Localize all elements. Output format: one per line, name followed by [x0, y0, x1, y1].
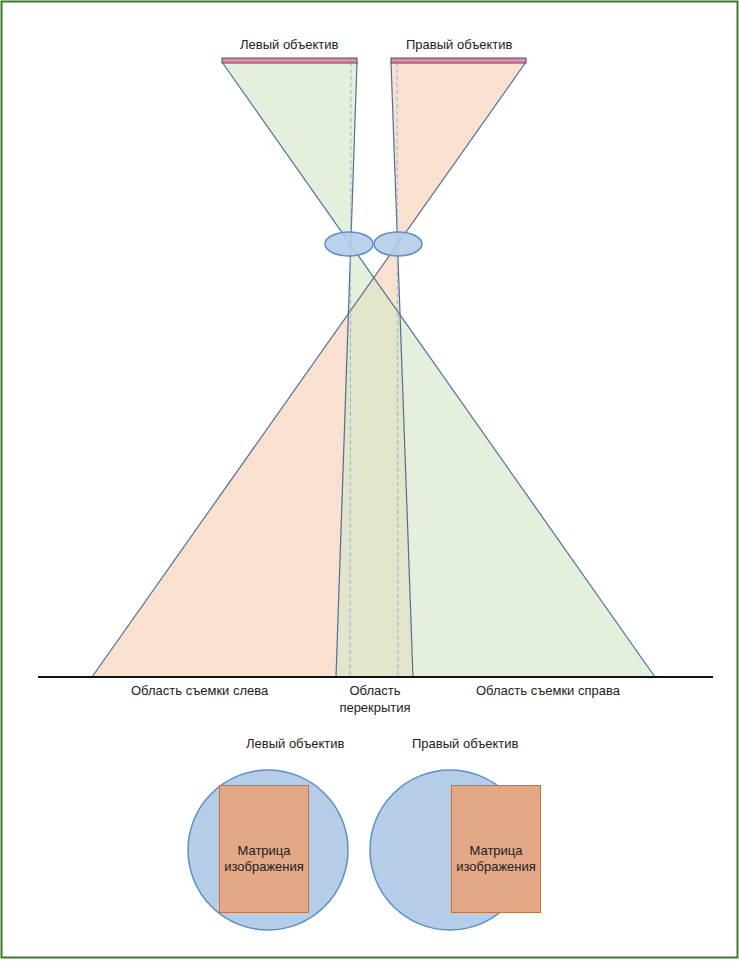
- matrix-text: Матрица изображения: [223, 843, 305, 876]
- image-matrix: Матрица изображения: [219, 785, 309, 913]
- area-label: Правый объектив: [406, 37, 512, 54]
- center-lines: [350, 62, 398, 677]
- left-lens: [325, 232, 373, 256]
- area-label: Область съемки справа: [476, 683, 620, 700]
- area-label: Левый объектив: [240, 37, 338, 54]
- right-lens: [374, 232, 422, 256]
- right-field-top: [391, 62, 526, 244]
- left-field: [336, 245, 655, 677]
- lens-heading: Правый объектив: [412, 736, 518, 753]
- lens-circle: Правый объективМатрица изображения: [370, 728, 530, 938]
- ground-line: [38, 676, 713, 678]
- right-lens-bar: [391, 58, 526, 63]
- lens-circle: Левый объективМатрица изображения: [188, 728, 348, 938]
- rays: [92, 62, 655, 677]
- left-lens-bar: [222, 58, 357, 63]
- area-label: Область съемки слева: [131, 683, 268, 700]
- image-matrix: Матрица изображения: [451, 785, 541, 913]
- left-field-top: [222, 62, 357, 245]
- area-label: Область перекрытия: [333, 683, 417, 717]
- lens-heading: Левый объектив: [246, 736, 344, 753]
- matrix-text: Матрица изображения: [455, 843, 537, 876]
